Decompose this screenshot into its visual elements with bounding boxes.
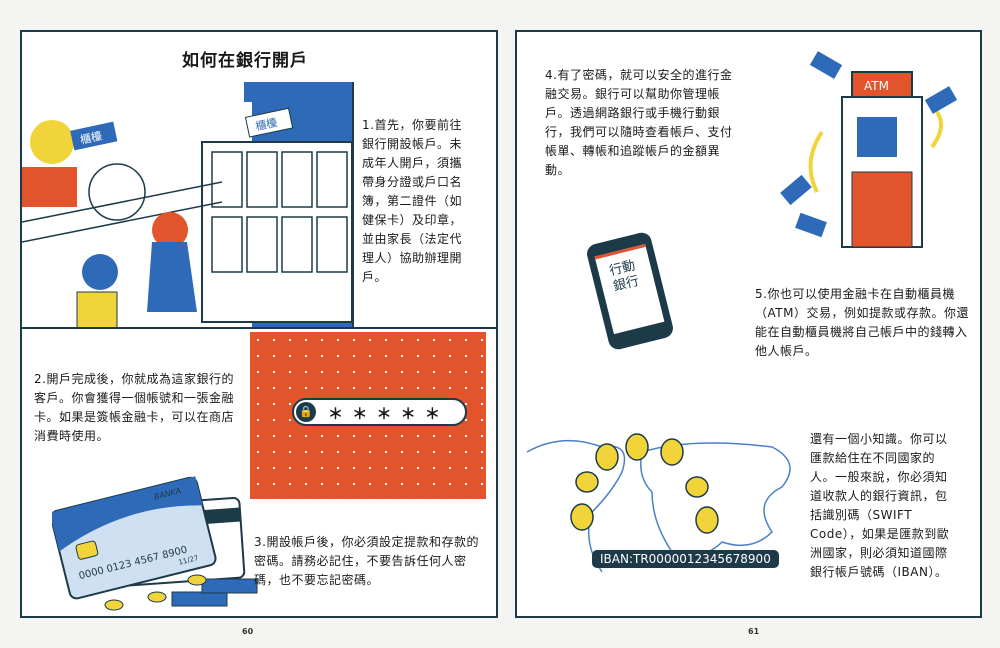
left-page: 如何在銀行開戶 櫃檯 櫃檯 櫃檯 1.首先，你要前往銀行開設帳戶。未成年人開戶，… bbox=[20, 30, 498, 618]
page-title: 如何在銀行開戶 bbox=[182, 51, 308, 71]
divider bbox=[22, 327, 496, 329]
phone-illustration: 行動銀行 bbox=[584, 230, 676, 352]
svg-text:櫃檯: 櫃檯 bbox=[254, 115, 278, 133]
step-1-text: 1.首先，你要前往銀行開設帳戶。未成年人開戶，須攜帶身分證或戶口名簿，第二證件（… bbox=[362, 118, 463, 284]
bank-cards-illustration: BANKA 0000 0123 4567 8900 11/27 bbox=[52, 476, 258, 611]
tip-text: 還有一個小知識。你可以匯款給住在不同國家的人。一般來說，你必須知道收款人的銀行資… bbox=[810, 432, 950, 579]
step-4-text: 4.有了密碼，就可以安全的進行金融交易。銀行可以幫助你管理帳戶。透過網路銀行或手… bbox=[545, 68, 733, 177]
bank-counter-illustration: 櫃檯 櫃檯 bbox=[22, 82, 354, 328]
password-mask: ＊ ＊ ＊ ＊ ＊ bbox=[328, 405, 442, 423]
atm-label: ATM bbox=[864, 79, 889, 93]
right-page: 4.有了密碼，就可以安全的進行金融交易。銀行可以幫助你管理帳戶。透過網路銀行或手… bbox=[515, 30, 982, 618]
lock-icon: 🔒 bbox=[296, 402, 316, 422]
step-2-text: 2.開戶完成後，你就成為這家銀行的客戶。你會獲得一個帳號和一張金融卡。如果是簽帳… bbox=[34, 372, 235, 443]
world-map-illustration bbox=[526, 433, 791, 573]
divider bbox=[352, 82, 354, 329]
step-5-text: 5.你也可以使用金融卡在自動櫃員機（ATM）交易，例如提款或存款。你還能在自動櫃… bbox=[755, 287, 969, 358]
page-number-right: 61 bbox=[748, 627, 760, 636]
step-3-text: 3.開設帳戶後，你必須設定提款和存款的密碼。請務必記住，不要告訴任何人密碼，也不… bbox=[254, 535, 479, 587]
phone-screen-text: 行動銀行 bbox=[607, 258, 641, 295]
password-field: 🔒 ＊ ＊ ＊ ＊ ＊ bbox=[292, 398, 467, 426]
counter-sign-text: 櫃檯 bbox=[79, 128, 103, 146]
password-panel: 🔒 ＊ ＊ ＊ ＊ ＊ bbox=[250, 332, 486, 499]
iban-label: IBAN:TR0000012345678900 bbox=[592, 550, 779, 568]
atm-illustration: ATM bbox=[780, 51, 958, 248]
page-number-left: 60 bbox=[242, 627, 254, 636]
